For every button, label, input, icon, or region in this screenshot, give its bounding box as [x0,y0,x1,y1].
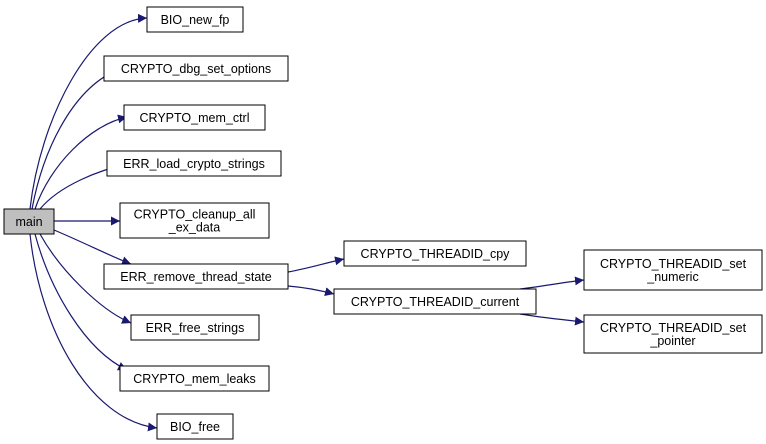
node-bio-free[interactable]: BIO_free [156,413,234,440]
edge-main-to-bio-free [29,233,158,432]
node-label: CRYPTO_dbg_set_options [121,62,271,76]
node-crypto-dbg-set-options[interactable]: CRYPTO_dbg_set_options [103,55,289,82]
node-label: CRYPTO_THREADID_set [600,321,747,335]
edge-arrow [53,229,132,265]
node-crypto-threadid-cpy[interactable]: CRYPTO_THREADID_cpy [343,240,527,267]
edge-main-to-err-remove-thread-state [53,229,132,265]
node-crypto-mem-leaks[interactable]: CRYPTO_mem_leaks [119,365,270,392]
node-label: CRYPTO_THREADID_cpy [361,247,511,261]
node-box [583,314,763,354]
node-label: CRYPTO_mem_leaks [133,372,256,386]
node-bio-new-fp[interactable]: BIO_new_fp [146,6,244,33]
edge-arrow [287,285,335,297]
node-label: BIO_free [170,420,220,434]
edge-arrow [39,233,132,324]
node-label: _pointer [649,334,695,348]
node-label: ERR_free_strings [146,321,245,335]
node-box [583,249,763,291]
edge-crypto-threadid-current-to-crypto-threadid-set-numeric [519,276,585,290]
edge-arrow [34,233,128,371]
node-label: BIO_new_fp [161,13,230,27]
edge-arrow [519,276,585,290]
node-box [156,413,234,440]
edge-arrow [519,313,585,326]
edge-arrow [29,233,158,432]
nodes-layer: main BIO_new_fpCRYPTO_dbg_set_optionsCRYP… [3,6,763,440]
node-label: main [15,215,42,229]
node-crypto-cleanup-all-ex-data[interactable]: CRYPTO_cleanup_all_ex_data [119,202,270,239]
node-crypto-threadid-set-pointer[interactable]: CRYPTO_THREADID_set_pointer [583,314,763,354]
node-box [3,208,55,235]
node-main[interactable]: main [3,208,55,235]
node-label: ERR_load_crypto_strings [123,157,265,171]
edge-arrow [287,256,345,273]
node-box [123,104,266,131]
node-crypto-threadid-set-numeric[interactable]: CRYPTO_THREADID_set_numeric [583,249,763,291]
edge-main-to-bio-new-fp [29,13,148,210]
node-box [130,314,260,341]
edge-arrow [29,13,148,210]
edge-err-remove-thread-state-to-crypto-threadid-cpy [287,256,345,273]
edge-arrow [34,114,128,210]
node-box [333,288,537,315]
node-err-remove-thread-state[interactable]: ERR_remove_thread_state [103,263,289,290]
edge-main-to-crypto-mem-ctrl [34,114,128,210]
node-label: _numeric [646,270,698,284]
node-crypto-mem-ctrl[interactable]: CRYPTO_mem_ctrl [123,104,266,131]
node-label: ERR_remove_thread_state [120,270,272,284]
node-box [119,202,270,239]
edge-main-to-err-free-strings [39,233,132,324]
edges-layer [29,13,585,432]
edge-main-to-crypto-mem-leaks [34,233,128,371]
node-label: CRYPTO_THREADID_current [351,295,520,309]
node-label: CRYPTO_THREADID_set [600,257,747,271]
node-box [103,55,289,82]
node-label: CRYPTO_cleanup_all [134,208,256,222]
node-label: CRYPTO_mem_ctrl [140,111,250,125]
node-label: _ex_data [168,221,220,235]
node-crypto-threadid-current[interactable]: CRYPTO_THREADID_current [333,288,537,315]
node-err-load-crypto-strings[interactable]: ERR_load_crypto_strings [106,150,282,177]
node-box [119,365,270,392]
node-err-free-strings[interactable]: ERR_free_strings [130,314,260,341]
node-box [343,240,527,267]
node-box [146,6,244,33]
node-box [103,263,289,290]
node-box [106,150,282,177]
edge-crypto-threadid-current-to-crypto-threadid-set-pointer [519,313,585,326]
edge-err-remove-thread-state-to-crypto-threadid-current [287,285,335,297]
